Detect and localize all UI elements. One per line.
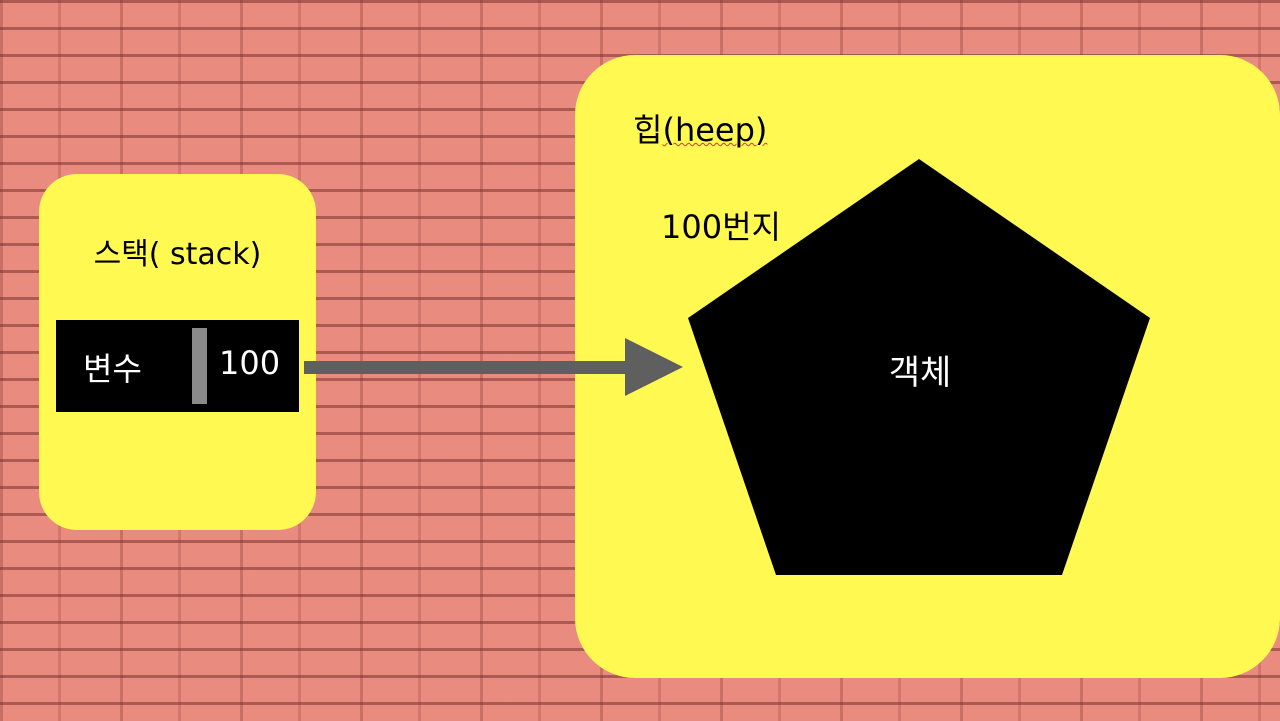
stack-title: 스택( stack) — [93, 237, 262, 272]
reference-arrow — [304, 338, 683, 396]
variable-box: 변수 100 — [56, 320, 299, 412]
variable-value: 100 — [219, 344, 281, 382]
object-label: 객체 — [888, 353, 952, 393]
heap-title: 힙(heep) — [633, 105, 767, 151]
heap-title-word: (heep) — [662, 111, 768, 149]
variable-name: 변수 — [83, 350, 142, 388]
variable-divider — [192, 328, 207, 404]
object-pentagon — [688, 159, 1150, 575]
stack-panel: 스택( stack) 변수 100 — [39, 174, 316, 530]
heap-title-prefix: 힙 — [633, 111, 663, 149]
address-label: 100번지 — [661, 208, 781, 246]
